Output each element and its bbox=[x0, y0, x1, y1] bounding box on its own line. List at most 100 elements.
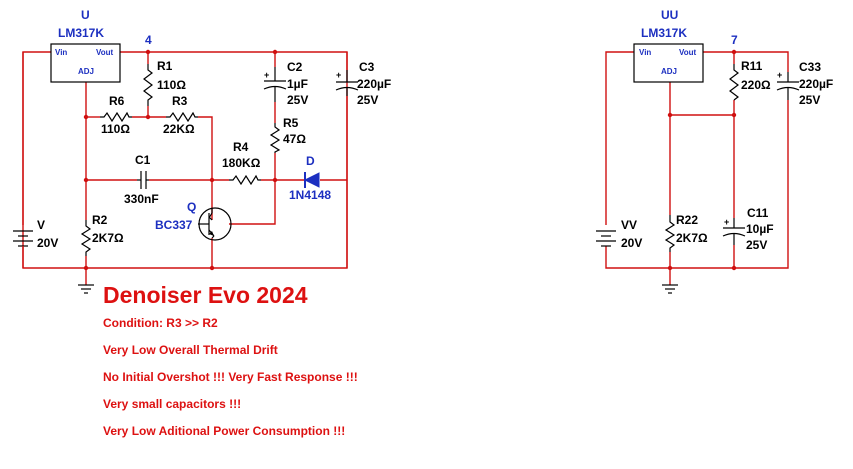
junction-dot bbox=[667, 265, 673, 271]
regulator-uu-body bbox=[633, 43, 704, 83]
diode-d[interactable]: D 1N4148 bbox=[289, 154, 331, 202]
battery-v[interactable]: V 20V bbox=[13, 218, 58, 268]
junction-dot bbox=[731, 49, 737, 55]
capacitor-c33-ref: C33 bbox=[799, 60, 821, 74]
junction-dot bbox=[83, 114, 89, 120]
regulator-u-pin-in: Vin bbox=[55, 48, 67, 57]
junction-dot bbox=[667, 112, 673, 118]
wires-circuit-2 bbox=[605, 51, 789, 285]
transistor-q-ref: Q bbox=[187, 200, 196, 214]
resistor-r6[interactable]: R6 110Ω bbox=[100, 94, 132, 136]
resistor-r22-ref: R22 bbox=[676, 213, 698, 227]
resistor-r2[interactable]: R2 2K7Ω bbox=[80, 213, 124, 256]
capacitor-c11-voltage: 25V bbox=[746, 238, 767, 252]
junction-dot bbox=[145, 49, 151, 55]
resistor-r6-ref: R6 bbox=[109, 94, 125, 108]
circuit-1: Vin Vout ADJ U LM317K 4 R1 110Ω R6 110Ω … bbox=[13, 8, 391, 294]
capacitor-c33[interactable]: + C33 220µF 25V bbox=[776, 60, 833, 107]
resistor-r11[interactable]: R11 220Ω bbox=[729, 59, 771, 101]
resistor-r5[interactable]: R5 47Ω bbox=[269, 116, 306, 153]
capacitor-c11-plus: + bbox=[724, 217, 729, 227]
note-power: Very Low Aditional Power Consumption !!! bbox=[103, 424, 346, 438]
regulator-u-pin-out: Vout bbox=[96, 48, 114, 57]
capacitor-c33-voltage: 25V bbox=[799, 93, 820, 107]
battery-vv-value: 20V bbox=[621, 236, 642, 250]
capacitor-c11[interactable]: + C11 10µF 25V bbox=[722, 206, 774, 252]
battery-vv-ref: VV bbox=[621, 218, 637, 232]
resistor-r4[interactable]: R4 180KΩ bbox=[222, 140, 261, 186]
note-condition: Condition: R3 >> R2 bbox=[103, 316, 218, 330]
circuit-title: Denoiser Evo 2024 bbox=[103, 282, 308, 308]
note-response: No Initial Overshot !!! Very Fast Respon… bbox=[103, 370, 358, 384]
regulator-uu[interactable]: Vin Vout ADJ UU LM317K bbox=[633, 8, 704, 83]
regulator-uu-pin-adj: ADJ bbox=[661, 67, 677, 76]
resistor-r22[interactable]: R22 2K7Ω bbox=[664, 213, 708, 252]
resistor-r5-value: 47Ω bbox=[283, 132, 306, 146]
resistor-r2-ref: R2 bbox=[92, 213, 108, 227]
capacitor-c3[interactable]: + C3 220µF 25V bbox=[335, 60, 391, 107]
regulator-u-body bbox=[50, 43, 121, 83]
junction-dot bbox=[209, 265, 215, 271]
battery-vv[interactable]: VV 20V bbox=[596, 218, 642, 250]
junction-dot bbox=[83, 177, 89, 183]
ground-symbol bbox=[78, 284, 94, 294]
junction-dot bbox=[272, 177, 278, 183]
resistor-r11-ref: R11 bbox=[741, 59, 763, 73]
junction-dot bbox=[209, 177, 215, 183]
capacitor-c2-ref: C2 bbox=[287, 60, 303, 74]
junction-dot bbox=[731, 112, 737, 118]
capacitor-c1-ref: C1 bbox=[135, 153, 151, 167]
capacitor-c2-plus: + bbox=[264, 70, 269, 80]
resistor-r3-ref: R3 bbox=[172, 94, 188, 108]
junction-dots-circuit-1 bbox=[83, 49, 278, 271]
resistor-r11-value: 220Ω bbox=[741, 78, 771, 92]
capacitor-c3-value: 220µF bbox=[357, 77, 391, 91]
resistor-r6-value: 110Ω bbox=[101, 122, 130, 136]
capacitor-c33-plus: + bbox=[777, 70, 782, 80]
regulator-u-pin-adj: ADJ bbox=[78, 67, 94, 76]
junction-dot bbox=[731, 265, 737, 271]
regulator-uu-pin-out: Vout bbox=[679, 48, 697, 57]
capacitor-c1-value: 330nF bbox=[124, 192, 159, 206]
capacitor-c3-voltage: 25V bbox=[357, 93, 378, 107]
resistor-r3[interactable]: R3 22KΩ bbox=[163, 94, 198, 136]
resistor-r22-value: 2K7Ω bbox=[676, 231, 708, 245]
note-thermal-drift: Very Low Overall Thermal Drift bbox=[103, 343, 278, 357]
transistor-q-part: BC337 bbox=[155, 218, 193, 232]
capacitor-c2-voltage: 25V bbox=[287, 93, 308, 107]
junction-dots-circuit-2 bbox=[667, 49, 737, 271]
regulator-uu-ref: UU bbox=[661, 8, 678, 22]
circuit-2: Vin Vout ADJ UU LM317K 7 R11 220Ω + C33 … bbox=[596, 8, 833, 294]
regulator-u-part: LM317K bbox=[58, 26, 104, 40]
resistor-r4-value: 180KΩ bbox=[222, 156, 261, 170]
annotation-block: Denoiser Evo 2024 Condition: R3 >> R2 Ve… bbox=[103, 281, 358, 451]
resistor-r3-value: 22KΩ bbox=[163, 122, 195, 136]
capacitor-c3-ref: C3 bbox=[359, 60, 375, 74]
battery-v-ref: V bbox=[37, 218, 45, 232]
resistor-r1[interactable]: R1 110Ω bbox=[143, 59, 186, 106]
battery-v-value: 20V bbox=[37, 236, 58, 250]
wires-circuit-1 bbox=[22, 51, 348, 285]
transistor-q[interactable]: Q BC337 bbox=[155, 200, 232, 241]
capacitor-c2[interactable]: + C2 1µF 25V bbox=[263, 60, 308, 107]
capacitor-c11-ref: C11 bbox=[747, 206, 769, 220]
node-label-4: 4 bbox=[145, 33, 152, 47]
resistor-r4-ref: R4 bbox=[233, 140, 249, 154]
diode-d-part: 1N4148 bbox=[289, 188, 331, 202]
capacitor-c1[interactable]: C1 330nF bbox=[124, 153, 159, 206]
regulator-uu-pin-in: Vin bbox=[639, 48, 651, 57]
regulator-uu-part: LM317K bbox=[641, 26, 687, 40]
ground-symbol bbox=[662, 284, 678, 294]
note-capacitors: Very small capacitors !!! bbox=[103, 397, 242, 411]
regulator-u[interactable]: Vin Vout ADJ U LM317K bbox=[50, 8, 121, 83]
capacitor-c33-value: 220µF bbox=[799, 77, 833, 91]
capacitor-c3-plus: + bbox=[336, 70, 341, 80]
diode-d-ref: D bbox=[306, 154, 315, 168]
regulator-u-ref: U bbox=[81, 8, 90, 22]
junction-dot bbox=[272, 49, 278, 55]
resistor-r1-value: 110Ω bbox=[157, 78, 186, 92]
junction-dot bbox=[145, 114, 151, 120]
node-label-7: 7 bbox=[731, 33, 738, 47]
resistor-r2-value: 2K7Ω bbox=[92, 231, 124, 245]
